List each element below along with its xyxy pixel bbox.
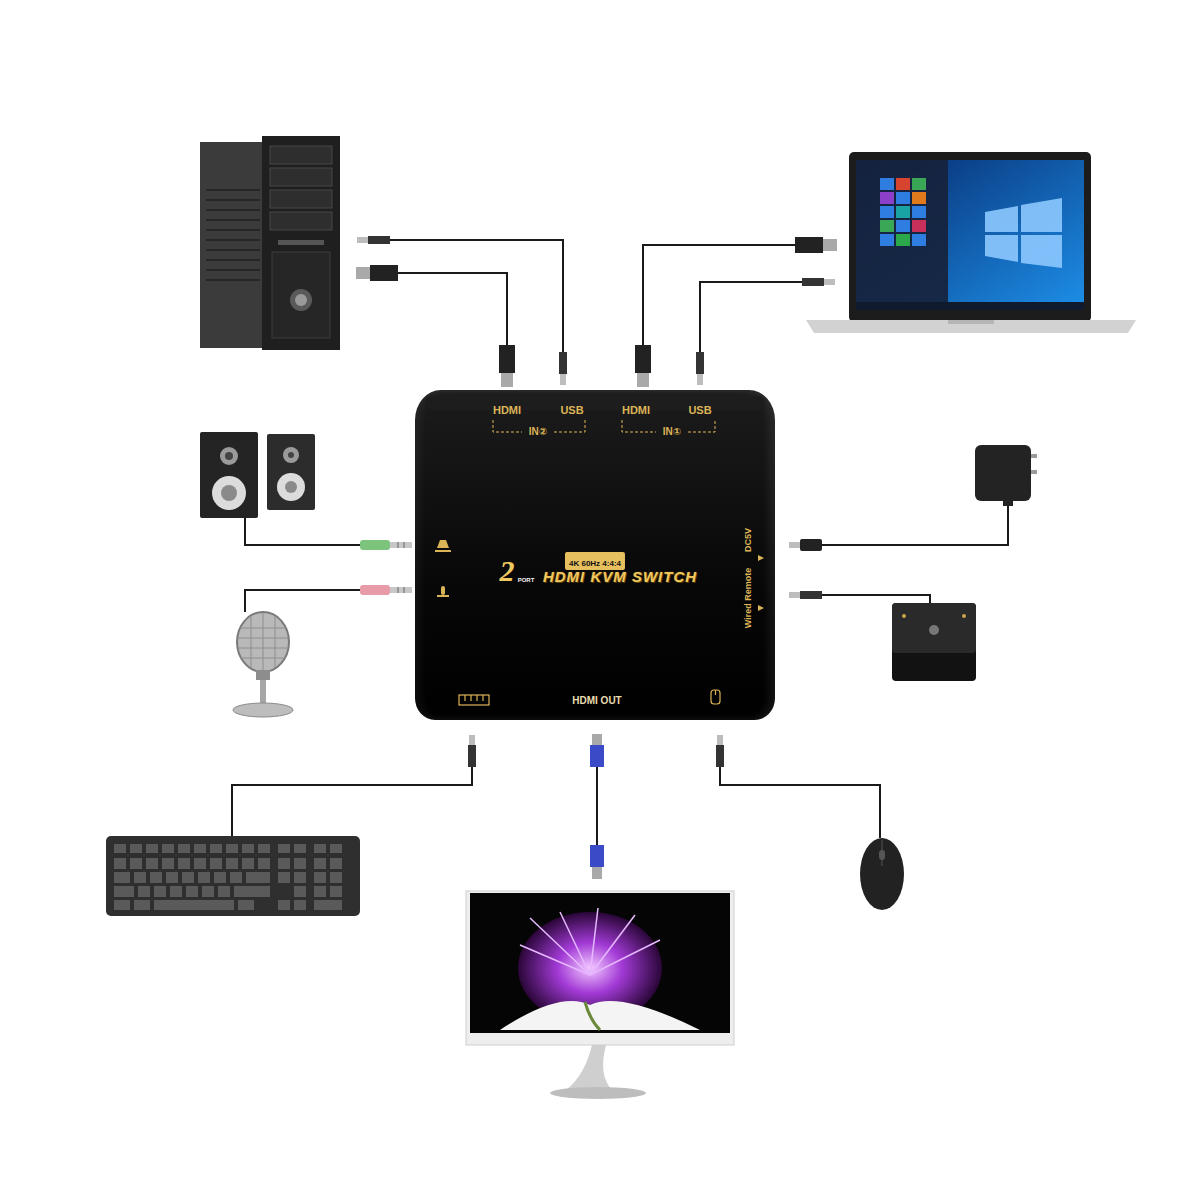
input-label: IN① xyxy=(663,427,681,437)
microphone xyxy=(233,612,293,717)
power-adapter xyxy=(975,445,1037,506)
port-label: HDMI xyxy=(622,405,650,416)
spec-badge: 4K 60Hz 4:4:4 xyxy=(565,552,625,570)
keyboard xyxy=(106,836,360,916)
laptop xyxy=(806,152,1136,333)
monitor xyxy=(466,891,734,1099)
kvm-switch-housing: HDMI USB IN② HDMI USB IN① 2PORT HDMI KVM SWITCH… xyxy=(415,390,775,720)
product-title: HDMI KVM SWITCH xyxy=(543,569,697,584)
speakers xyxy=(200,432,315,518)
spec-text: 4K 60Hz 4:4:4 xyxy=(569,559,621,568)
port-label: DC5V xyxy=(744,528,753,552)
port-label: USB xyxy=(560,405,583,416)
cable-wires xyxy=(232,240,1008,845)
port-word: PORT xyxy=(518,577,535,583)
port-count: 2 xyxy=(500,556,515,586)
wired-remote xyxy=(892,603,976,681)
pc-tower xyxy=(200,136,340,350)
mouse xyxy=(860,838,904,910)
input-label: IN② xyxy=(529,427,547,437)
port-label: HDMI xyxy=(493,405,521,416)
cable-plugs xyxy=(356,236,837,879)
port-label: Wired Remote xyxy=(744,568,753,628)
port-label: USB xyxy=(688,405,711,416)
output-label: HDMI OUT xyxy=(572,696,621,706)
